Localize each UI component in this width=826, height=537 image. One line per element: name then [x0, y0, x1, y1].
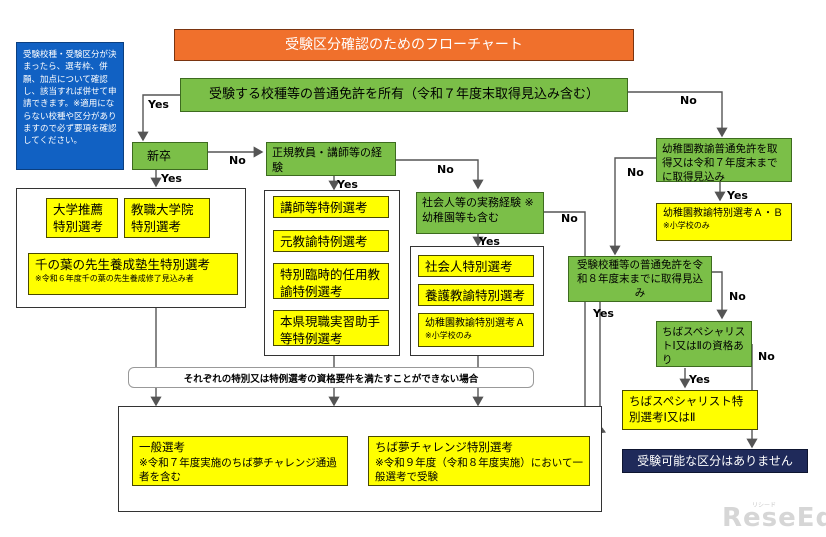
result-youchien-a: 幼稚園教諭特別選考Ａ ※小学校のみ	[418, 313, 534, 347]
result-chiba-sensei: 千の葉の先生養成塾生特別選考 ※令和６年度千の葉の先生養成修了見込み者	[28, 253, 238, 295]
result-youchien-a-title: 幼稚園教諭特別選考Ａ	[425, 318, 525, 329]
arrow-shakaijin-no	[544, 211, 591, 435]
label-yes-top: Yes	[148, 98, 169, 111]
node-specialist: ちばスペシャリストⅠ又はⅡの資格あり	[656, 321, 752, 367]
label-no-sp: No	[758, 350, 775, 363]
label-no-top: No	[680, 94, 697, 107]
label-yes-seiki: Yes	[337, 178, 358, 191]
arrow-r8-no	[712, 271, 728, 320]
label-no-shinsotsu: No	[229, 154, 246, 167]
logo: ReseEd	[722, 503, 826, 533]
node-r8: 受験校種等の普通免許を令和８年度末までに取得見込み	[568, 256, 712, 302]
label-no-youchien: No	[627, 166, 644, 179]
result-chiba-sensei-title: 千の葉の先生養成塾生特別選考	[35, 257, 211, 272]
result-yume-note: ※令和９年度（令和８年度実施）において一般選考で受験	[375, 456, 583, 483]
result-honken: 本県現職実習助手等特例選考	[273, 310, 389, 346]
node-seiki: 正規教員・講師等の経験	[266, 142, 396, 176]
result-none: 受験可能な区分はありません	[622, 449, 808, 473]
result-yume: ちば夢チャレンジ特別選考 ※令和９年度（令和８年度実施）において一般選考で受験	[368, 436, 590, 486]
result-ippan-note: ※令和７年度実施のちば夢チャレンジ通過者を含む	[139, 456, 337, 483]
label-yes-shakaijin: Yes	[479, 235, 500, 248]
result-rinji: 特別臨時的任用教諭特例選考	[273, 263, 389, 299]
result-youchien-ab: 幼稚園教諭特別選考Ａ・Ｂ ※小学校のみ	[656, 203, 792, 241]
logo-subtitle: リシード	[752, 502, 777, 509]
node-shakaijin: 社会人等の実務経験 ※幼稚園等も含む	[416, 192, 544, 234]
result-youchien-ab-title: 幼稚園教諭特別選考Ａ・Ｂ	[663, 208, 783, 219]
node-youchien: 幼稚園教諭普通免許を取得又は令和７年度末までに取得見込み	[656, 138, 792, 183]
result-kyoshoku: 教職大学院特別選考	[124, 198, 210, 238]
info-note: 受験校種・受験区分が決まったら、選考枠、併願、加点について確認し、該当すれば併せ…	[16, 42, 124, 170]
label-no-shakaijin: No	[561, 212, 578, 225]
result-ippan-title: 一般選考	[139, 440, 185, 454]
result-specialist: ちばスペシャリスト特別選考Ⅰ又はⅡ	[622, 390, 758, 430]
result-moto-kyoyu: 元教諭特例選考	[273, 230, 389, 252]
result-yume-title: ちば夢チャレンジ特別選考	[375, 440, 513, 454]
label-yes-sp: Yes	[689, 373, 710, 386]
arrow-youchien-no	[609, 157, 656, 256]
arrow-top-no	[628, 91, 728, 138]
result-koushi: 講師等特例選考	[273, 196, 389, 218]
arrow-top-yes	[137, 94, 180, 142]
node-shinsotsu: 新卒	[132, 142, 208, 170]
result-youchien-a-note: ※小学校のみ	[425, 330, 472, 340]
label-no-r8: No	[729, 290, 746, 303]
result-ippan: 一般選考 ※令和７年度実施のちば夢チャレンジ通過者を含む	[132, 436, 348, 486]
result-shakaijin: 社会人特別選考	[418, 255, 534, 277]
result-yougo: 養護教諭特別選考	[418, 284, 534, 306]
fallback-banner: それぞれの特別又は特例選考の資格要件を満たすことができない場合	[128, 367, 534, 388]
result-youchien-ab-note: ※小学校のみ	[663, 220, 710, 230]
chart-title: 受験区分確認のためのフローチャート	[174, 29, 634, 61]
label-no-seiki: No	[437, 163, 454, 176]
label-yes-youchien: Yes	[727, 189, 748, 202]
result-daigaku: 大学推薦特別選考	[46, 198, 118, 238]
top-question: 受験する校種等の普通免許を所有（令和７年度末取得見込み含む）	[180, 78, 628, 112]
arrow-seiki-no	[395, 159, 484, 190]
label-yes-r8: Yes	[593, 307, 614, 320]
result-chiba-sensei-note: ※令和６年度千の葉の先生養成修了見込み者	[35, 273, 194, 283]
label-yes-shinsotsu: Yes	[161, 172, 182, 185]
